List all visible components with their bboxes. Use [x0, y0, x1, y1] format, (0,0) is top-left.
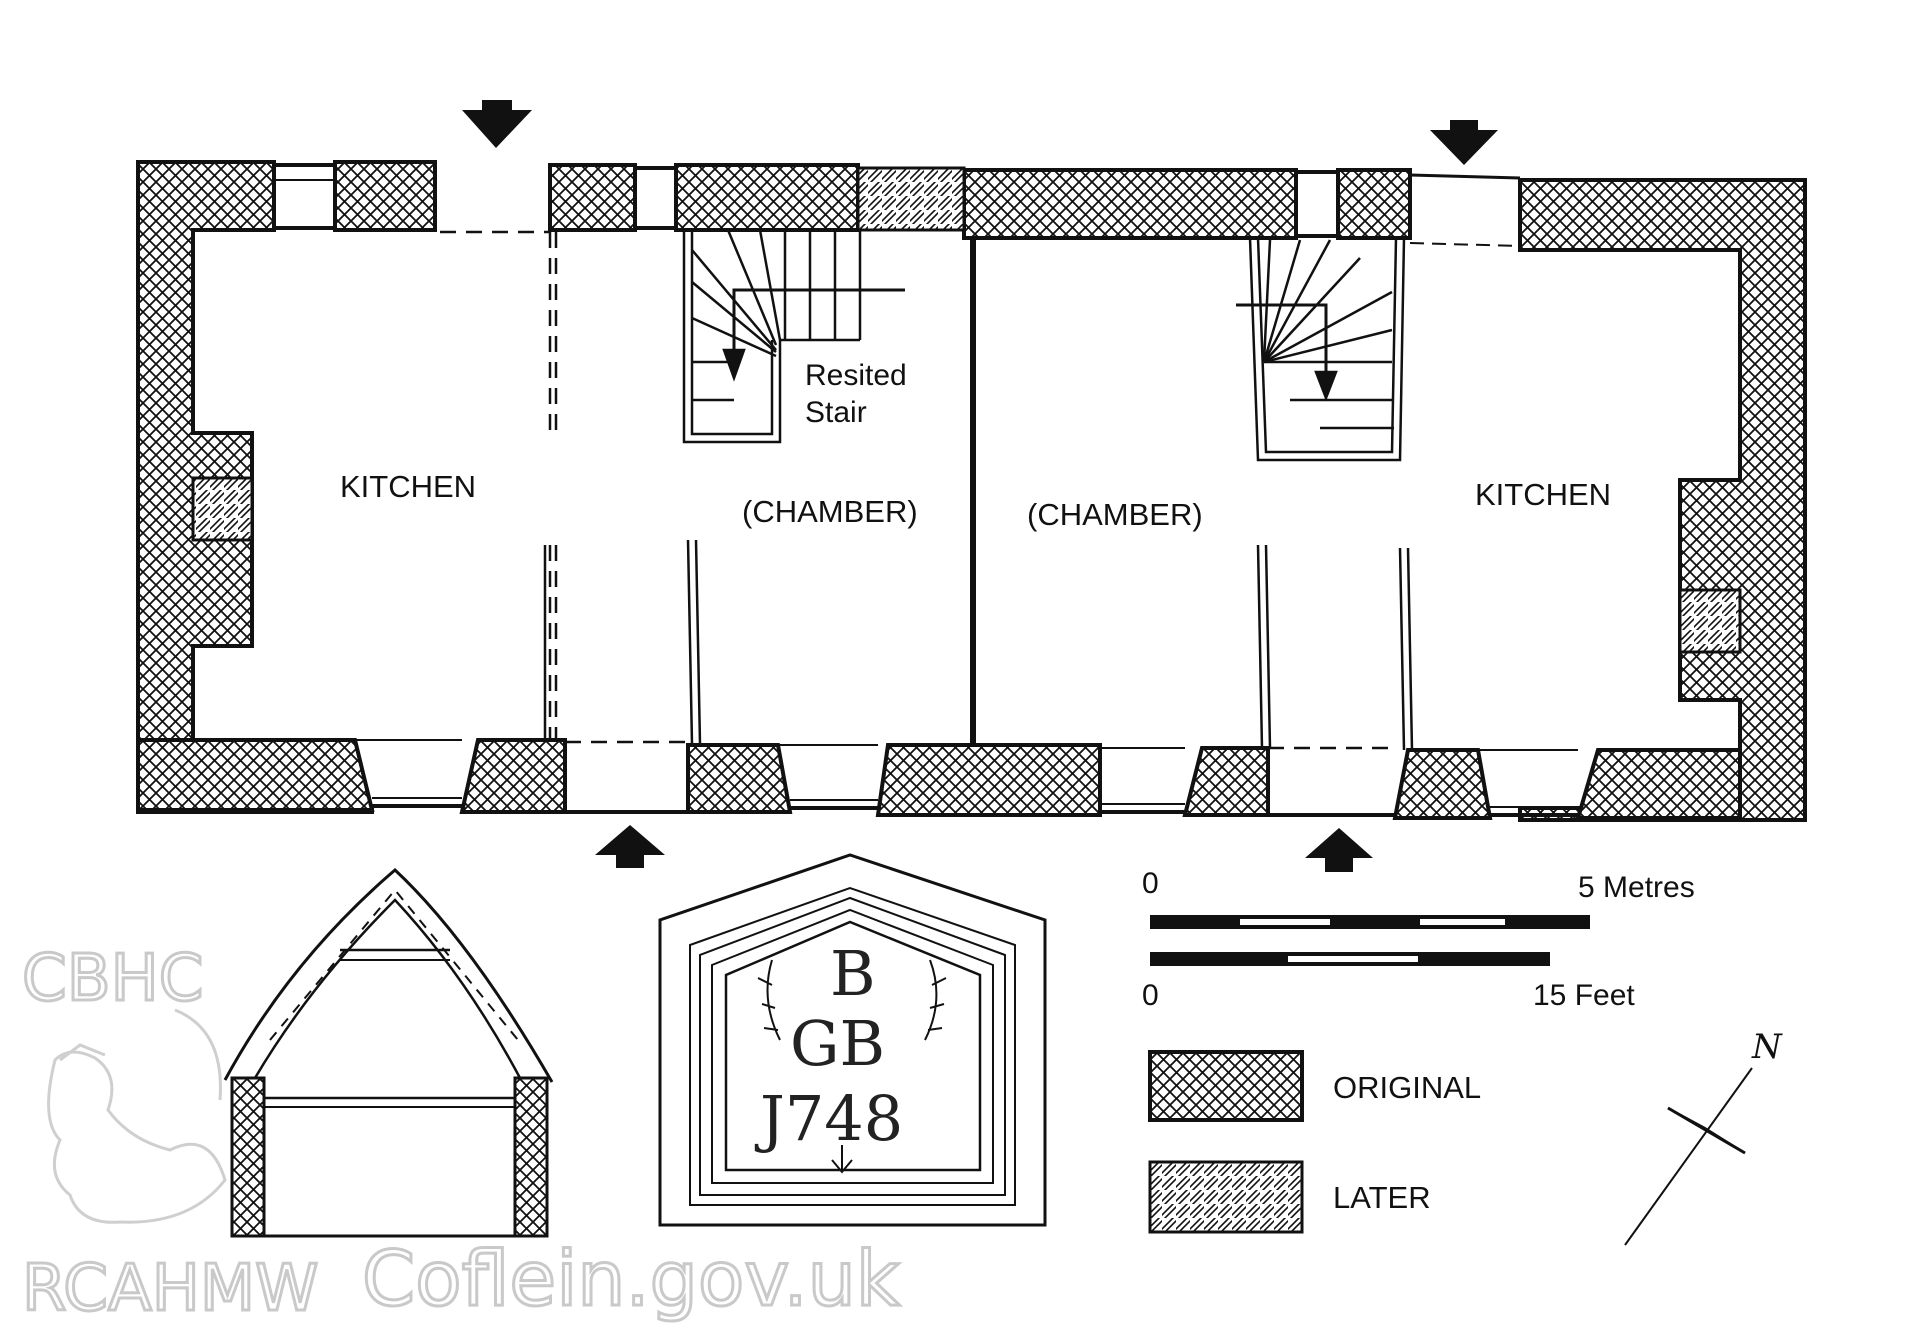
- entrance-arrow-icon: [1305, 828, 1373, 872]
- room-label-kitchen-left: KITCHEN: [340, 469, 476, 504]
- scale-feet-start: 0: [1142, 979, 1159, 1012]
- room-label-chamber-left: (CHAMBER): [742, 494, 918, 529]
- original-walls: [136, 160, 1807, 822]
- watermark-org-mark-2: RCAHMW: [22, 1252, 318, 1326]
- welsh-dragon-icon: [47, 1008, 227, 1224]
- legend-label-later: LATER: [1333, 1180, 1431, 1215]
- scale-metres-start: 0: [1142, 867, 1159, 900]
- entrance-arrow-icon: [595, 825, 665, 868]
- room-label-kitchen-right: KITCHEN: [1475, 477, 1611, 512]
- legend-swatch-later: [1148, 1160, 1304, 1234]
- right-stair: [1236, 237, 1406, 462]
- watermark: CBHC RCAHMW Coflein.gov.uk: [21, 941, 902, 1327]
- building-plan: KITCHEN (CHAMBER) (CHAMBER) KITCHEN Resi…: [136, 100, 1807, 872]
- stair-note-line2: Stair: [805, 396, 867, 429]
- datestone-line1: B: [830, 937, 876, 1010]
- watermark-org-mark: CBHC: [22, 942, 203, 1016]
- datestone-line2: GB: [790, 1007, 885, 1080]
- north-arrow: N: [1624, 1027, 1783, 1246]
- cross-section: [223, 867, 554, 1238]
- resited-stair: [682, 229, 905, 444]
- scale-feet-end: 15 Feet: [1533, 979, 1635, 1012]
- legend-swatch-original: [1148, 1050, 1304, 1122]
- watermark-site: Coflein.gov.uk: [362, 1234, 900, 1323]
- entrance-arrows: [462, 100, 1498, 872]
- datestone: B GB J748: [658, 853, 1047, 1227]
- later-infill: [191, 166, 1742, 654]
- scale-metres-end: 5 Metres: [1578, 871, 1695, 904]
- dashed-lines: [250, 230, 1682, 750]
- scale-bars: 0 5 Metres 0 15 Feet: [1142, 867, 1695, 1012]
- legend-label-original: ORIGINAL: [1333, 1070, 1481, 1105]
- entrance-arrow-icon: [462, 100, 532, 148]
- wall-outlines: [274, 163, 1578, 817]
- room-label-chamber-right: (CHAMBER): [1027, 497, 1203, 532]
- north-label: N: [1751, 1027, 1783, 1067]
- entrance-arrow-icon: [1430, 120, 1498, 165]
- legend: ORIGINAL LATER: [1148, 1050, 1481, 1234]
- datestone-line3: J748: [754, 1082, 903, 1155]
- stair-note-line1: Resited: [805, 359, 907, 392]
- partitions: [543, 539, 1414, 751]
